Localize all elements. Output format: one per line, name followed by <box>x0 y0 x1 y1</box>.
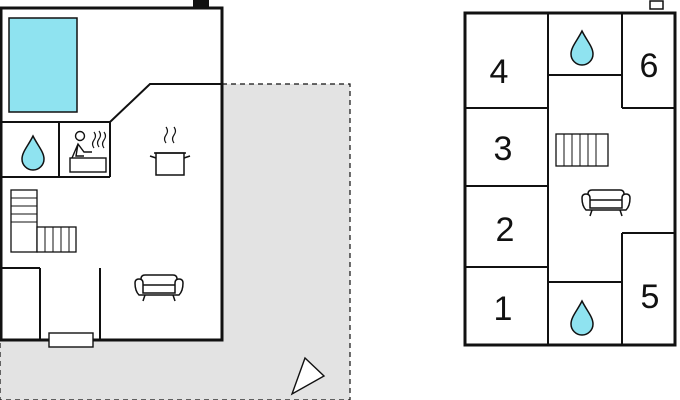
north-arrow-icon <box>290 356 326 396</box>
ground-floor-outline <box>0 6 224 342</box>
stairs-icon <box>10 189 77 253</box>
water-drop-icon <box>570 30 594 66</box>
room-label-4: 4 <box>490 53 509 91</box>
water-drop-icon <box>21 135 45 171</box>
window-icon <box>48 332 94 348</box>
upper-floor-outline <box>463 11 677 347</box>
water-drop-icon <box>570 300 594 336</box>
sofa-icon <box>134 274 184 302</box>
sofa-icon <box>581 189 631 217</box>
room-label-6: 6 <box>640 47 659 85</box>
room-label-3: 3 <box>494 130 513 168</box>
chimney-mark <box>193 0 209 7</box>
room-label-1: 1 <box>494 290 513 328</box>
sauna-icon <box>69 130 107 173</box>
stairs-icon <box>555 133 609 167</box>
upper-floor: 4 6 3 2 1 5 <box>463 0 677 347</box>
room-label-5: 5 <box>641 278 660 316</box>
pool-icon <box>8 17 78 113</box>
room-label-2: 2 <box>496 211 515 249</box>
chimney-mark <box>649 0 664 10</box>
kitchen-pot-icon <box>149 126 191 176</box>
ground-floor <box>0 0 351 400</box>
interior-wall-top <box>1 83 222 123</box>
